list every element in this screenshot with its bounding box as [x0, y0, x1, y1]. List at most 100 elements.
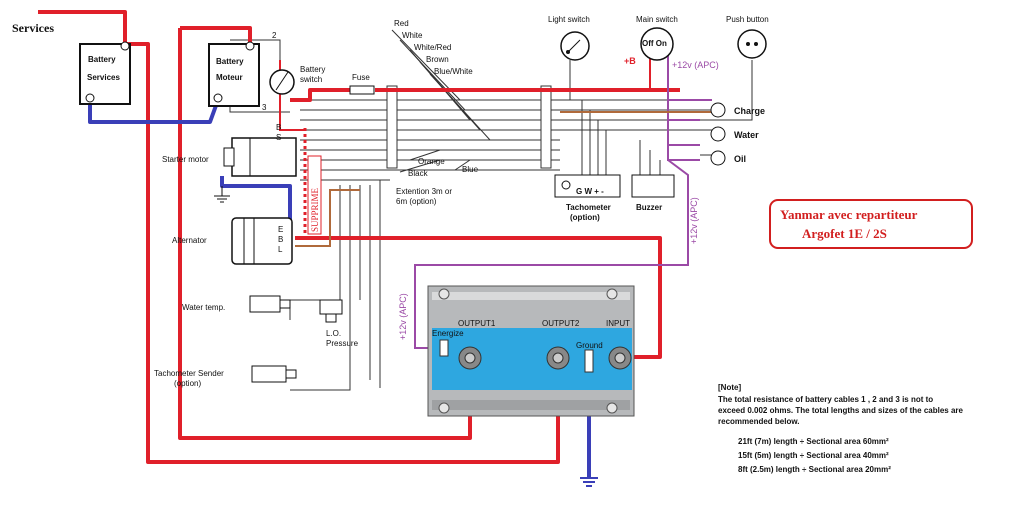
wire-label-white: White: [402, 31, 423, 40]
apc-label-left: +12v (APC): [398, 293, 408, 340]
charge-label: Charge: [734, 106, 765, 116]
battery-services-label1: Battery: [88, 55, 116, 64]
wire-label-black: Black: [408, 169, 429, 178]
brown-wire: [295, 189, 360, 247]
push-button-label: Push button: [726, 15, 769, 24]
main-switch-icon: Off On: [640, 27, 674, 61]
purple-apc-wires: [414, 52, 712, 349]
light-switch-label: Light switch: [548, 15, 590, 24]
lo-pressure-label1: L.O.: [326, 329, 341, 338]
push-button-icon: [737, 29, 767, 59]
input-terminal: [608, 346, 632, 370]
alt-terminal-e: E: [278, 225, 283, 234]
main-switch-label: Main switch: [636, 15, 678, 24]
cable-number-2: 2: [272, 31, 277, 40]
note-row1: 21ft (7m) length ÷ Sectional area 60mm²: [738, 437, 889, 446]
light-switch-icon: [560, 31, 590, 61]
output1-terminal: [458, 346, 482, 370]
instrument-panel: Light switch Main switch Push button Off…: [548, 15, 769, 222]
svg-text:+12v (APC): +12v (APC): [398, 293, 408, 340]
ground-label: Ground: [576, 341, 603, 350]
alternator: Alternator E B L: [172, 217, 293, 265]
indicator-water: Water: [710, 126, 759, 142]
starter-terminal-s: S: [276, 133, 281, 142]
title-box: Yanmar avec repartiteur Argofet 1E / 2S: [769, 199, 973, 249]
battery-motor-label2: Moteur: [216, 73, 243, 82]
ground-symbol-bottom: [580, 477, 598, 487]
starter-terminal-b: B: [276, 123, 281, 132]
svg-text:+12v (APC): +12v (APC): [689, 197, 699, 244]
note-heading: [Note]: [718, 383, 741, 392]
output1-label: OUTPUT1: [458, 319, 496, 328]
off-on-label: Off On: [642, 39, 667, 48]
connector-left: [386, 85, 398, 169]
ground-terminal: [584, 349, 594, 373]
buzzer-box: Buzzer: [631, 174, 675, 212]
note-block: [Note] The total resistance of battery c…: [718, 383, 964, 474]
energize-terminal: [439, 339, 449, 357]
note-row2: 15ft (5m) length ÷ Sectional area 40mm²: [738, 451, 889, 460]
tacho-sender-label2: (option): [174, 379, 201, 388]
extension-label2: 6m (option): [396, 197, 437, 206]
output2-terminal: [546, 346, 570, 370]
tacho-sender-label1: Tachometer Sender: [154, 369, 224, 378]
battery-switch: Battery switch 2 3: [262, 31, 325, 112]
note-line3: recommended below.: [718, 417, 800, 426]
wire-label-brown: Brown: [426, 55, 449, 64]
starter-motor-label: Starter motor: [162, 155, 209, 164]
extension-label1: Extention 3m or: [396, 187, 452, 196]
output2-label: OUTPUT2: [542, 319, 580, 328]
alt-terminal-b: B: [278, 235, 283, 244]
fuse: Fuse: [349, 73, 375, 95]
tachometer-label1: Tachometer: [566, 203, 611, 212]
tachometer-sender: Tachometer Sender (option): [154, 365, 297, 388]
note-line1: The total resistance of battery cables 1…: [718, 395, 933, 404]
wire-label-white-red: White/Red: [414, 43, 451, 52]
tachometer-label2: (option): [570, 213, 600, 222]
fuse-label: Fuse: [352, 73, 370, 82]
starter-motor: Starter motor B S: [162, 123, 297, 177]
lo-pressure-sender: L.O. Pressure: [319, 299, 359, 348]
title-line2: Argofet 1E / 2S: [802, 226, 887, 241]
battery-services: Battery Services: [79, 41, 131, 105]
plus-b-label: +B: [624, 56, 636, 66]
apc-label-right: +12v (APC): [689, 197, 699, 244]
tachometer-box: G W + - Tachometer (option): [554, 174, 621, 222]
ground-symbol-left: [214, 186, 230, 203]
water-temp-sender: Water temp.: [182, 295, 291, 313]
battery-switch-label2: switch: [300, 75, 322, 84]
wire-label-blue: Blue: [462, 165, 479, 174]
battery-motor: Battery Moteur: [208, 41, 260, 107]
connector-right: [540, 85, 552, 169]
apc-panel-label: +12v (APC): [672, 60, 719, 70]
energize-label: Energize: [432, 329, 464, 338]
svg-text:SUPPRIME: SUPPRIME: [310, 187, 320, 232]
oil-label: Oil: [734, 154, 746, 164]
battery-switch-label1: Battery: [300, 65, 325, 74]
wire-label-orange: Orange: [418, 157, 445, 166]
buzzer-label: Buzzer: [636, 203, 662, 212]
alt-terminal-l: L: [278, 245, 283, 254]
tach-terminals: G W + -: [576, 187, 604, 196]
supprime-label: SUPPRIME: [307, 155, 322, 235]
alternator-label: Alternator: [172, 236, 207, 245]
note-row3: 8ft (2.5m) length ÷ Sectional area 20mm²: [738, 465, 891, 474]
lo-pressure-label2: Pressure: [326, 339, 359, 348]
battery-services-label2: Services: [87, 73, 120, 82]
indicator-oil: Oil: [710, 150, 746, 166]
wire-label-red: Red: [394, 19, 409, 28]
water-temp-label: Water temp.: [182, 303, 225, 312]
argofet-isolator: OUTPUT1 OUTPUT2 INPUT Energize Ground: [427, 285, 635, 417]
title-line1: Yanmar avec repartiteur: [780, 207, 918, 222]
water-label: Water: [734, 130, 759, 140]
wire-label-blue-white: Blue/White: [434, 67, 473, 76]
battery-motor-label1: Battery: [216, 57, 244, 66]
services-label: Services: [12, 21, 54, 35]
note-line2: exceed 0.002 ohms. The total lengths and…: [718, 406, 964, 415]
indicator-charge: Charge: [710, 102, 765, 118]
wire-color-labels: Red White White/Red Brown Blue/White Ora…: [394, 19, 479, 206]
input-label: INPUT: [606, 319, 630, 328]
cable-number-3: 3: [262, 103, 267, 112]
